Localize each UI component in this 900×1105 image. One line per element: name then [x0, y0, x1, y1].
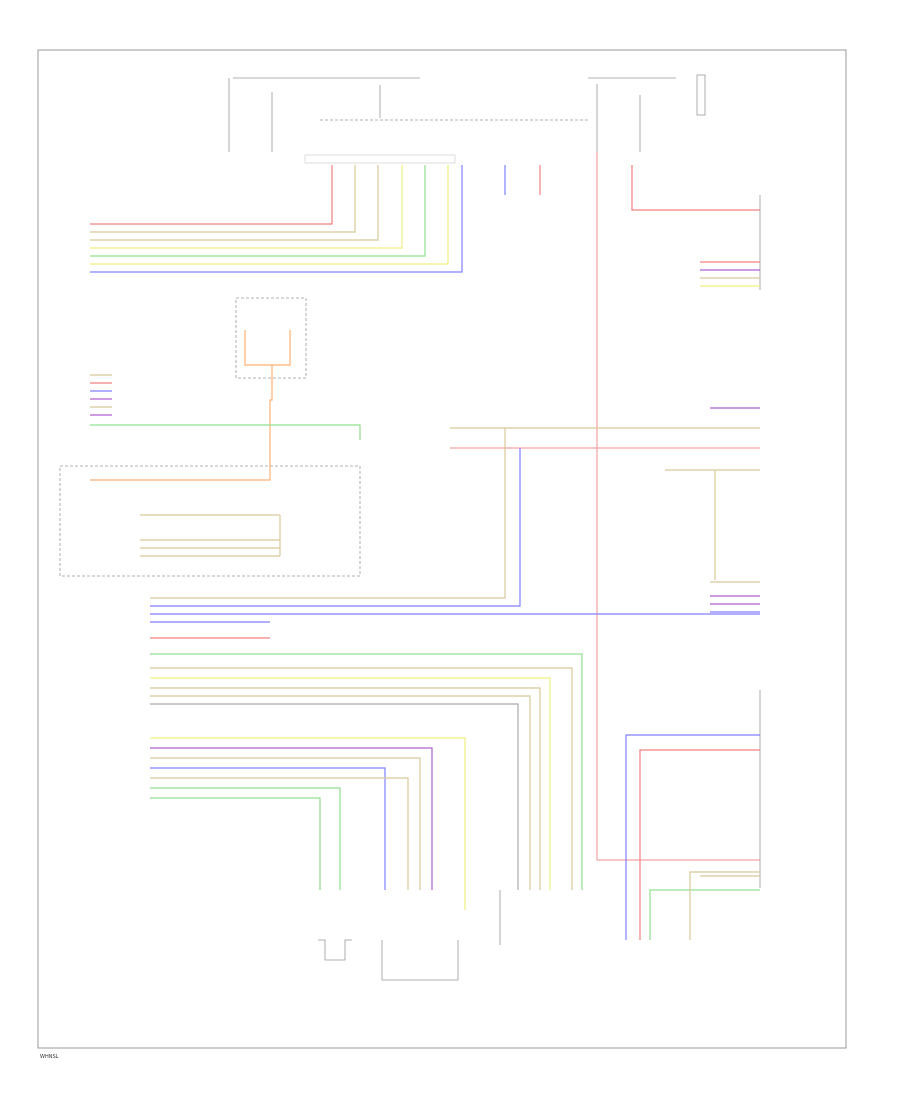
wire-gray-s6: [150, 703, 519, 890]
wire-red-1: [90, 165, 333, 225]
top-left-harness: [90, 165, 463, 273]
wire-green-s1: [150, 653, 583, 890]
bottom-sensor-boxes: [318, 890, 501, 981]
wire-tan-2: [90, 165, 379, 241]
wire-red-br: [639, 749, 760, 940]
lower-left-harness: [150, 428, 760, 639]
wire-yellow-s3: [150, 677, 551, 890]
wire-green-br: [649, 889, 760, 940]
wire-yellow-1: [90, 165, 403, 249]
wire-tan-br: [689, 871, 760, 940]
wire-tan-low: [150, 428, 506, 599]
middle-bus: [450, 407, 760, 580]
bottom-right-connector: [625, 690, 761, 940]
sensor-wires: [150, 653, 583, 910]
wire-tan-s11: [150, 777, 409, 890]
wire-green-s12: [150, 787, 341, 890]
wire-tan-1: [90, 165, 356, 233]
wire-pink-main-feed: [596, 152, 760, 861]
relay-box: [90, 297, 307, 481]
wire-yellow-s7: [150, 737, 466, 910]
fuse-box-area: [228, 74, 706, 152]
engine-control-module: [59, 465, 361, 577]
wire-tan-s9: [150, 757, 421, 890]
wire-violet-s8: [150, 747, 433, 890]
wire-blue-br: [625, 734, 760, 940]
wire-tan-s2: [150, 667, 573, 890]
wire-yellow-2: [90, 165, 449, 265]
wire-blue-1: [90, 165, 463, 273]
wire-blue-s10: [150, 767, 386, 890]
wire-blue-low-1: [150, 448, 521, 607]
wire-green-s13: [150, 797, 321, 890]
wire-red-top-right: [631, 165, 760, 211]
wire-tan-s5: [150, 695, 531, 890]
wire-tan-s4: [150, 687, 541, 890]
top-right-connector: [504, 165, 761, 290]
connector-labels-top: [304, 154, 456, 164]
second-left-harness: [90, 374, 361, 440]
wire-green-1: [90, 165, 426, 257]
diagram-frame: [37, 49, 847, 1049]
footer-code: WHNSL: [40, 1054, 59, 1060]
